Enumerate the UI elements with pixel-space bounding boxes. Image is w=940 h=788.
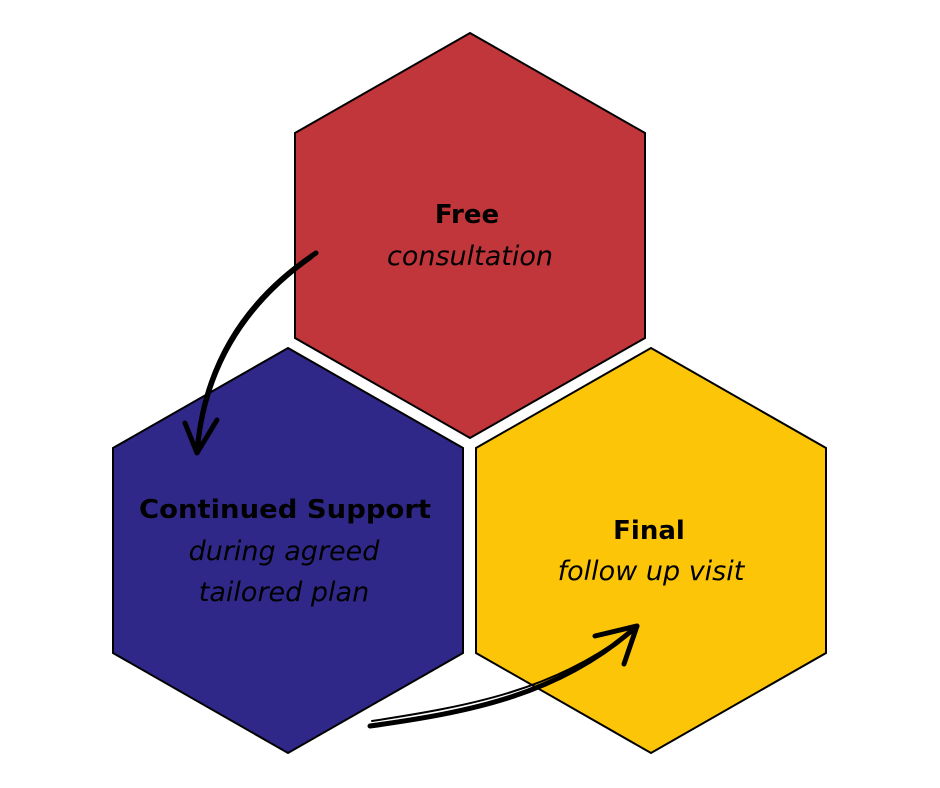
arrow-support-to-final xyxy=(367,623,640,729)
step-final-title: Final xyxy=(613,516,685,546)
step-support-subtitle-line1: during agreed xyxy=(189,536,381,567)
hexagon-final xyxy=(475,346,827,755)
arrow-curve-2-shadow xyxy=(371,629,633,722)
step-support-title: Continued Support xyxy=(139,495,431,525)
hexagon-free xyxy=(294,31,646,440)
arrowhead-1-icon xyxy=(182,417,220,456)
arrow-free-to-support xyxy=(182,250,319,456)
step-free: Free consultation xyxy=(294,31,646,440)
arrow-curve-1 xyxy=(194,250,319,455)
step-support-subtitle-line2: tailored plan xyxy=(199,577,369,608)
arrowhead-2-icon xyxy=(592,623,640,667)
step-support: Continued Support during agreed tailored… xyxy=(112,346,464,755)
arrow-curve-2 xyxy=(367,623,640,729)
step-final-subtitle: follow up visit xyxy=(558,556,746,587)
step-free-title: Free xyxy=(435,200,499,230)
step-free-subtitle: consultation xyxy=(387,241,553,272)
arrow-curve-1-shadow xyxy=(198,257,313,449)
step-final: Final follow up visit xyxy=(475,346,827,755)
